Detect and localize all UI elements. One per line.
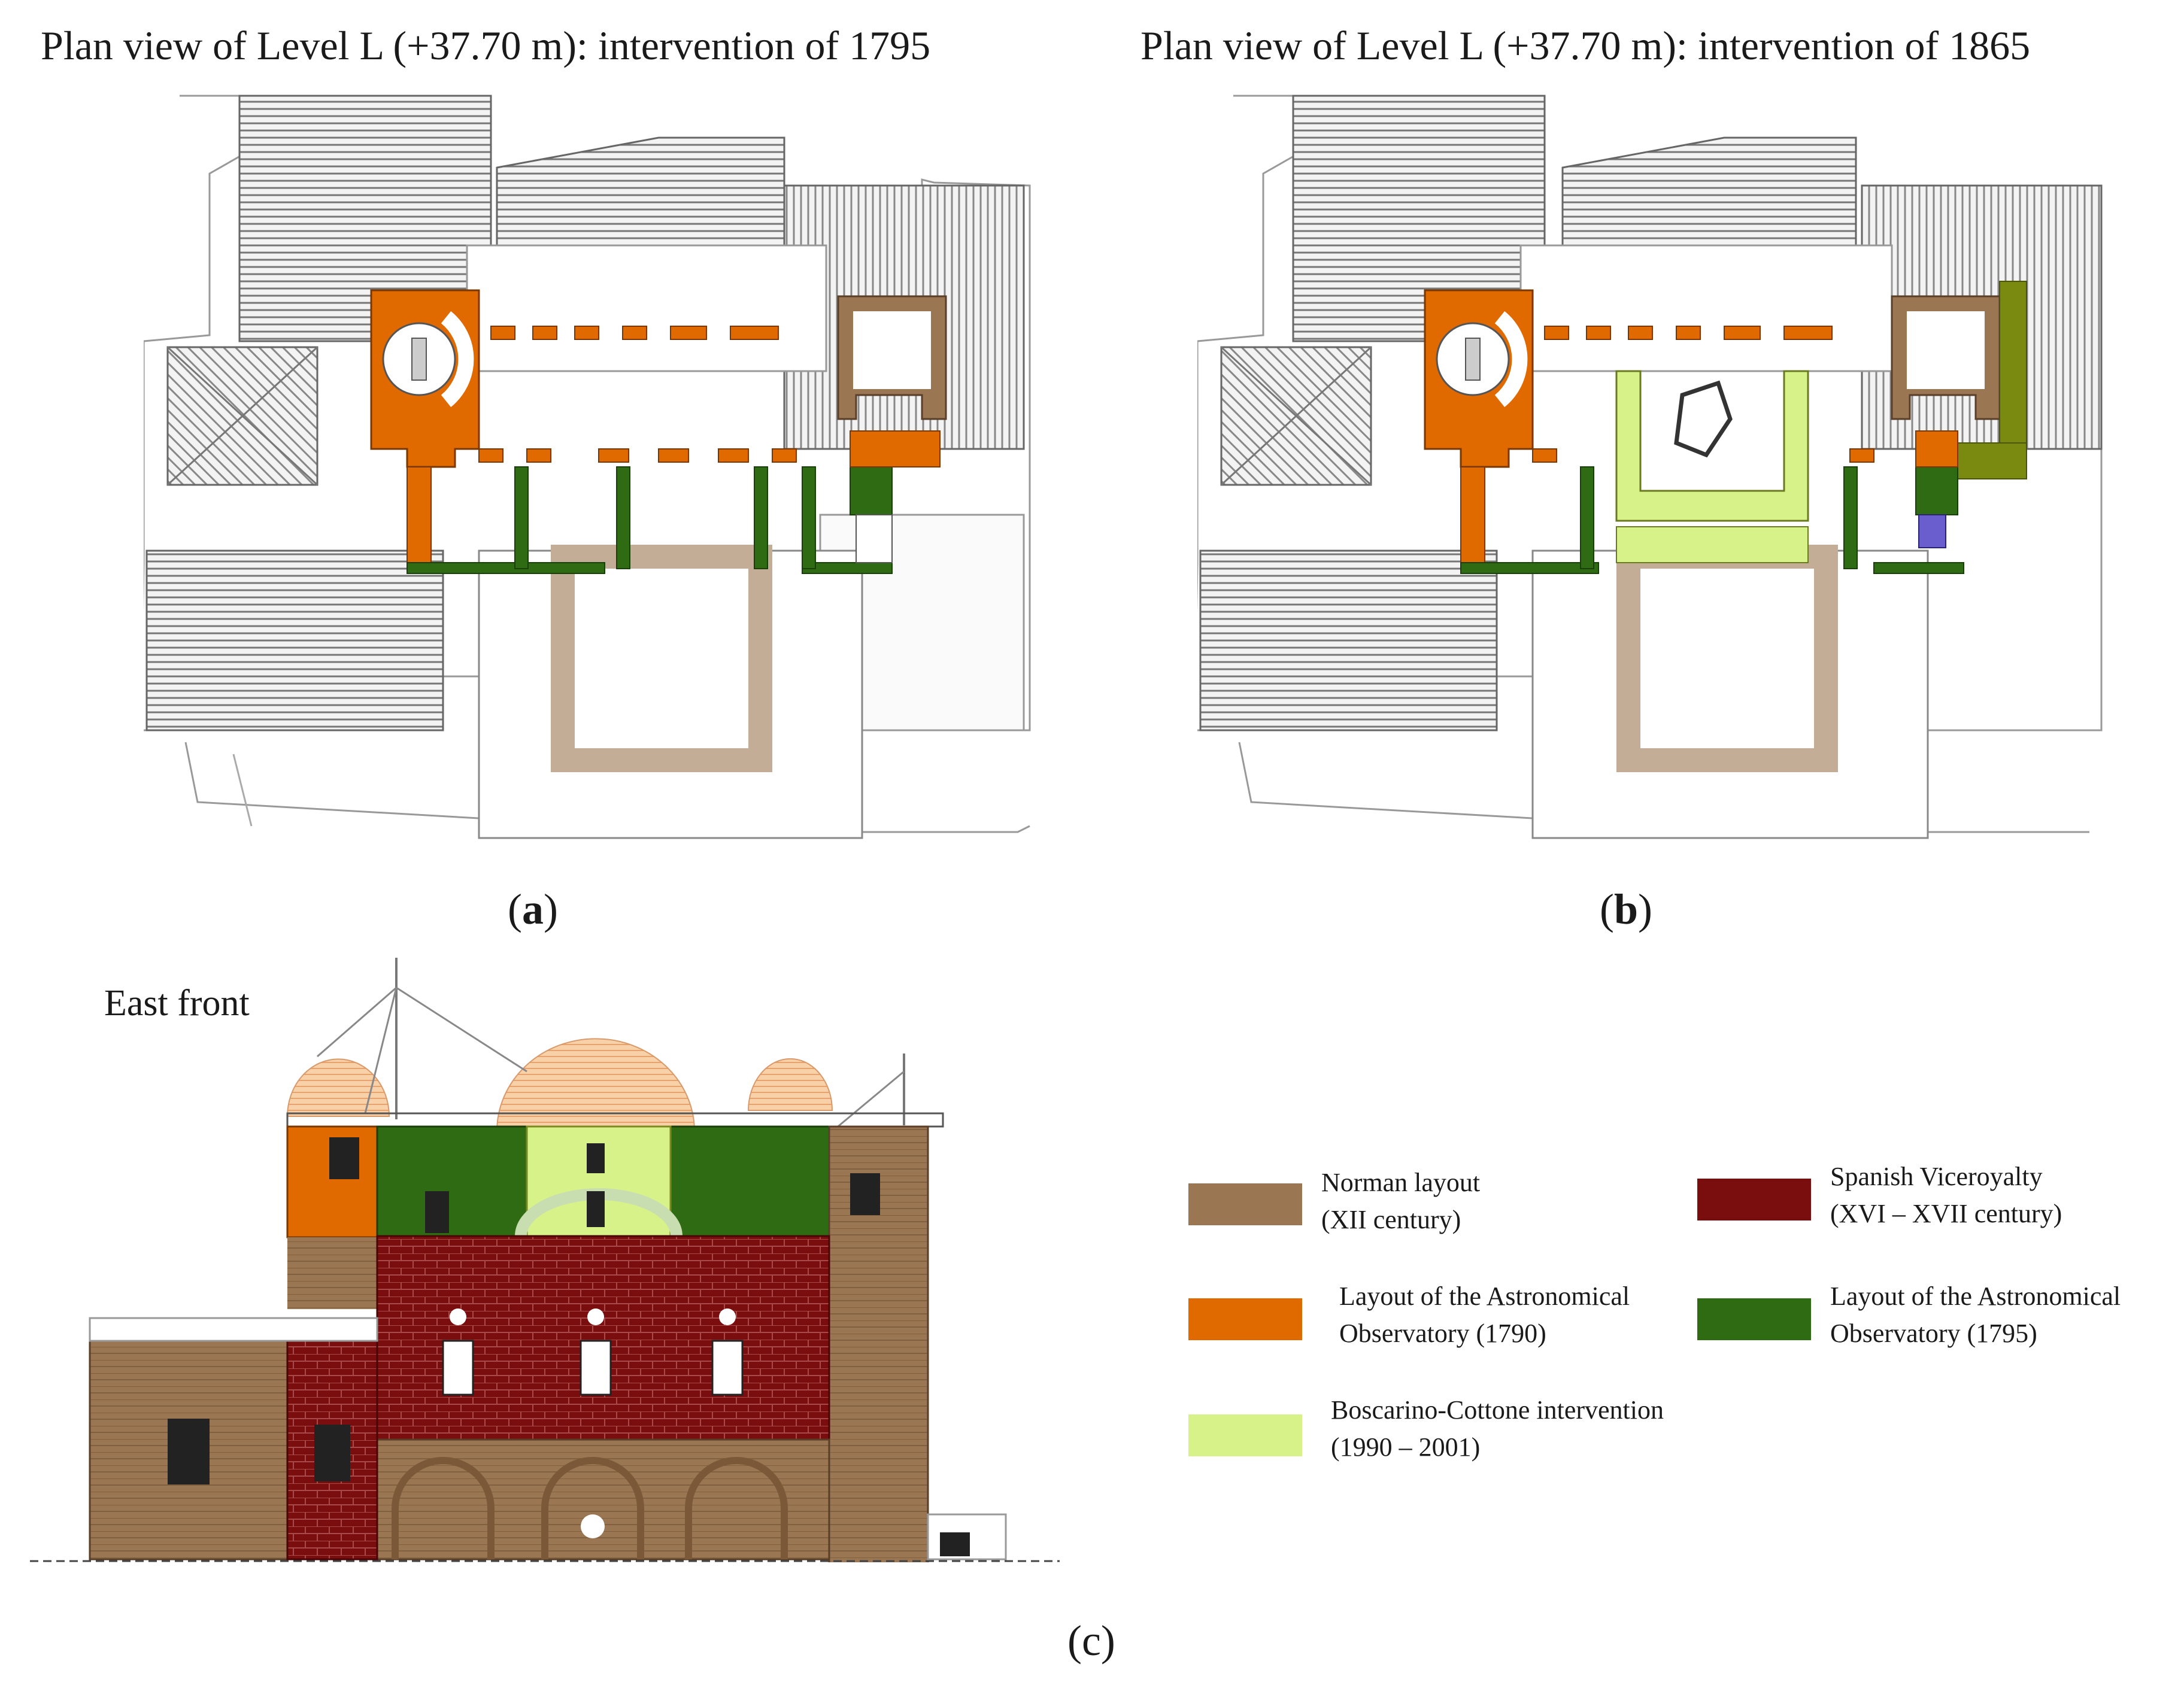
legend-swatch-boscarino (1188, 1414, 1302, 1456)
caption-c: (c) (1067, 1617, 1115, 1665)
east-front-elevation (30, 958, 1060, 1562)
legend-swatch-norman (1188, 1183, 1302, 1225)
legend-swatch-spanish (1697, 1179, 1811, 1220)
legend-swatch-observatory-1790 (1188, 1298, 1302, 1340)
legend-swatch-observatory-1795 (1697, 1298, 1811, 1340)
plan-1795-drawing (144, 95, 1031, 839)
elevation-title: East front (104, 983, 250, 1024)
plan-b-title: Plan view of Level L (+37.70 m): interve… (1140, 23, 2031, 68)
legend-label-norman: Norman layout(XII century) (1321, 1168, 1481, 1234)
plan-a-title: Plan view of Level L (+37.70 m): interve… (41, 23, 931, 68)
legend-label-boscarino: Boscarino-Cottone intervention(1990 – 20… (1331, 1395, 1664, 1462)
caption-b: (b) (1600, 885, 1653, 933)
caption-a: (a) (508, 885, 558, 933)
legend-label-spanish: Spanish Viceroyalty(XVI – XVII century) (1830, 1162, 2062, 1228)
plan-1865-drawing (1197, 95, 2103, 839)
